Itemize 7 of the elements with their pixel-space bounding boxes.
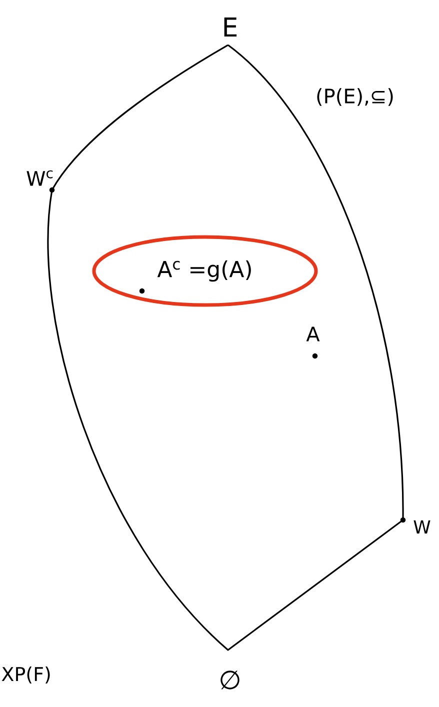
vertex-label: W$^{c}$ — [26, 170, 53, 186]
vertex-label: W — [414, 520, 430, 534]
set-label: (P(E),⊆) — [317, 88, 393, 106]
set-label: XP(F) — [2, 666, 50, 684]
vertex-label: ∅ — [220, 670, 240, 690]
vertex-label: E — [224, 18, 237, 36]
point-label: A — [306, 326, 320, 342]
